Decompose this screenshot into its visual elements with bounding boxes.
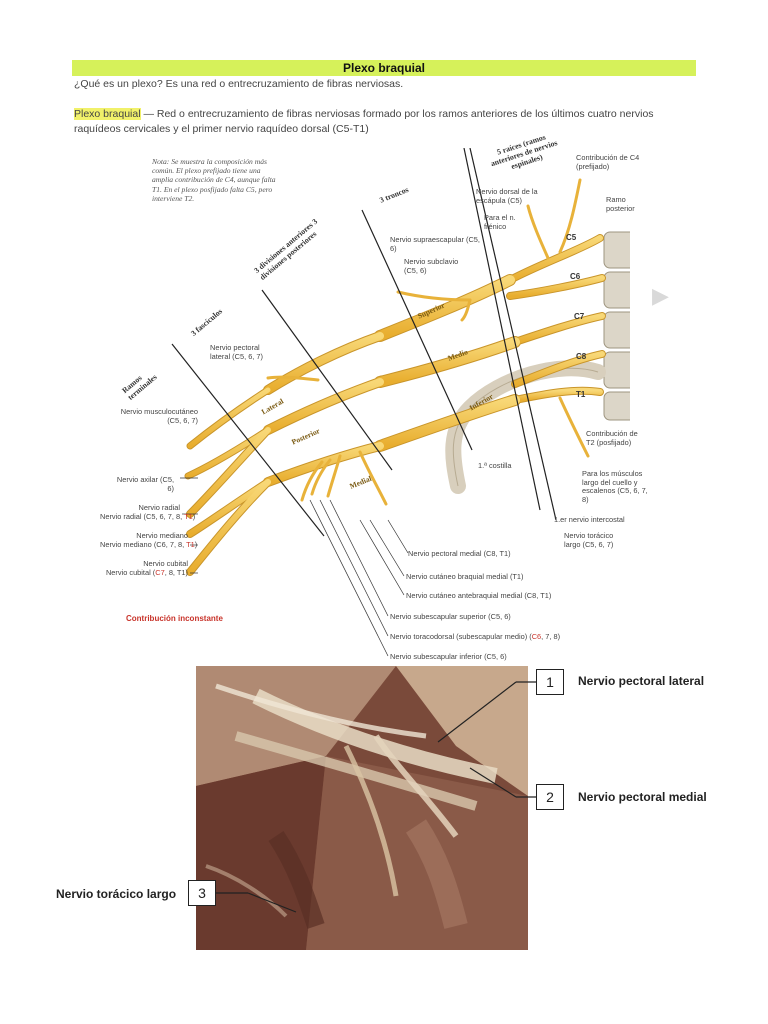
label-subescapular-sup: Nervio subescapular superior (C5, 6) (390, 612, 511, 621)
label-contrib-t2: Contribución de T2 (posfijado) (586, 429, 638, 447)
label-subclavio: Nervio subclavio (C5, 6) (404, 257, 459, 275)
label-costilla: 1.ª costilla (478, 461, 512, 470)
brachial-plexus-diagram (171, 148, 630, 657)
vertebra-c6: C6 (570, 272, 581, 281)
label-largo-cuello: Para los músculos largo del cuello y esc… (582, 469, 648, 504)
callout-2-label: Nervio pectoral medial (578, 790, 707, 804)
intro-question: ¿Qué es un plexo? Es una red o entrecruz… (74, 78, 404, 90)
callout-1-box: 1 (536, 669, 564, 695)
label-pectoral-medial: Nervio pectoral medial (C8, T1) (408, 549, 511, 558)
callout-2-box: 2 (536, 784, 564, 810)
label-cutaneo-braquial: Nervio cutáneo braquial medial (T1) (406, 572, 524, 581)
label-musculocutaneo: Nervio musculocutáneo (C5, 6, 7) (120, 407, 198, 425)
callout-3-label: Nervio torácico largo (56, 887, 177, 901)
vertebra-c7: C7 (574, 312, 585, 321)
chevron-right-icon[interactable]: ▶ (652, 283, 669, 308)
dissection-photo (196, 666, 528, 950)
definition-term: Plexo braquial (74, 108, 141, 120)
callout-3-box: 3 (188, 880, 216, 906)
label-ramo-posterior: Ramo posterior (606, 195, 635, 213)
label-cutaneo-antebraquial: Nervio cutáneo antebraquial medial (C8, … (406, 591, 552, 600)
label-pectoral-lateral: Nervio pectoral lateral (C5, 6, 7) (210, 343, 263, 361)
label-dorsal-escapula: Nervio dorsal de la escápula (C5) (476, 187, 538, 205)
label-axilar: Nervio axilar (C5, 6) (116, 475, 174, 493)
diagram-note: Nota: Se muestra la composición más comú… (152, 157, 276, 203)
label-toracodorsal: Nervio toracodorsal (subescapular medio)… (390, 632, 561, 641)
label-subescapular-inf: Nervio subescapular inferior (C5, 6) (390, 652, 507, 661)
label-intercostal: 1.er nervio intercostal (554, 515, 625, 524)
vertebra-c5: C5 (566, 233, 577, 242)
label-toracico-largo: Nervio torácico largo (C5, 6, 7) (564, 531, 614, 549)
page-title: Plexo braquial (72, 60, 696, 76)
vertebra-t1: T1 (576, 390, 586, 399)
callout-1-label: Nervio pectoral lateral (578, 674, 705, 688)
definition-text: — Red o entrecruzamiento de fibras nervi… (74, 108, 654, 135)
label-frenico: Para el n. frénico (484, 213, 516, 231)
inconstant-contribution-legend: Contribución inconstante (126, 614, 223, 623)
label-contrib-c4: Contribución de C4 (prefijado) (576, 153, 640, 171)
label-supraescapular: Nervio supraescapular (C5, 6) (390, 235, 480, 253)
definition: Plexo braquial — Red o entrecruzamiento … (74, 107, 700, 137)
vertebra-c8: C8 (576, 352, 587, 361)
spine-vertebrae (603, 231, 630, 421)
